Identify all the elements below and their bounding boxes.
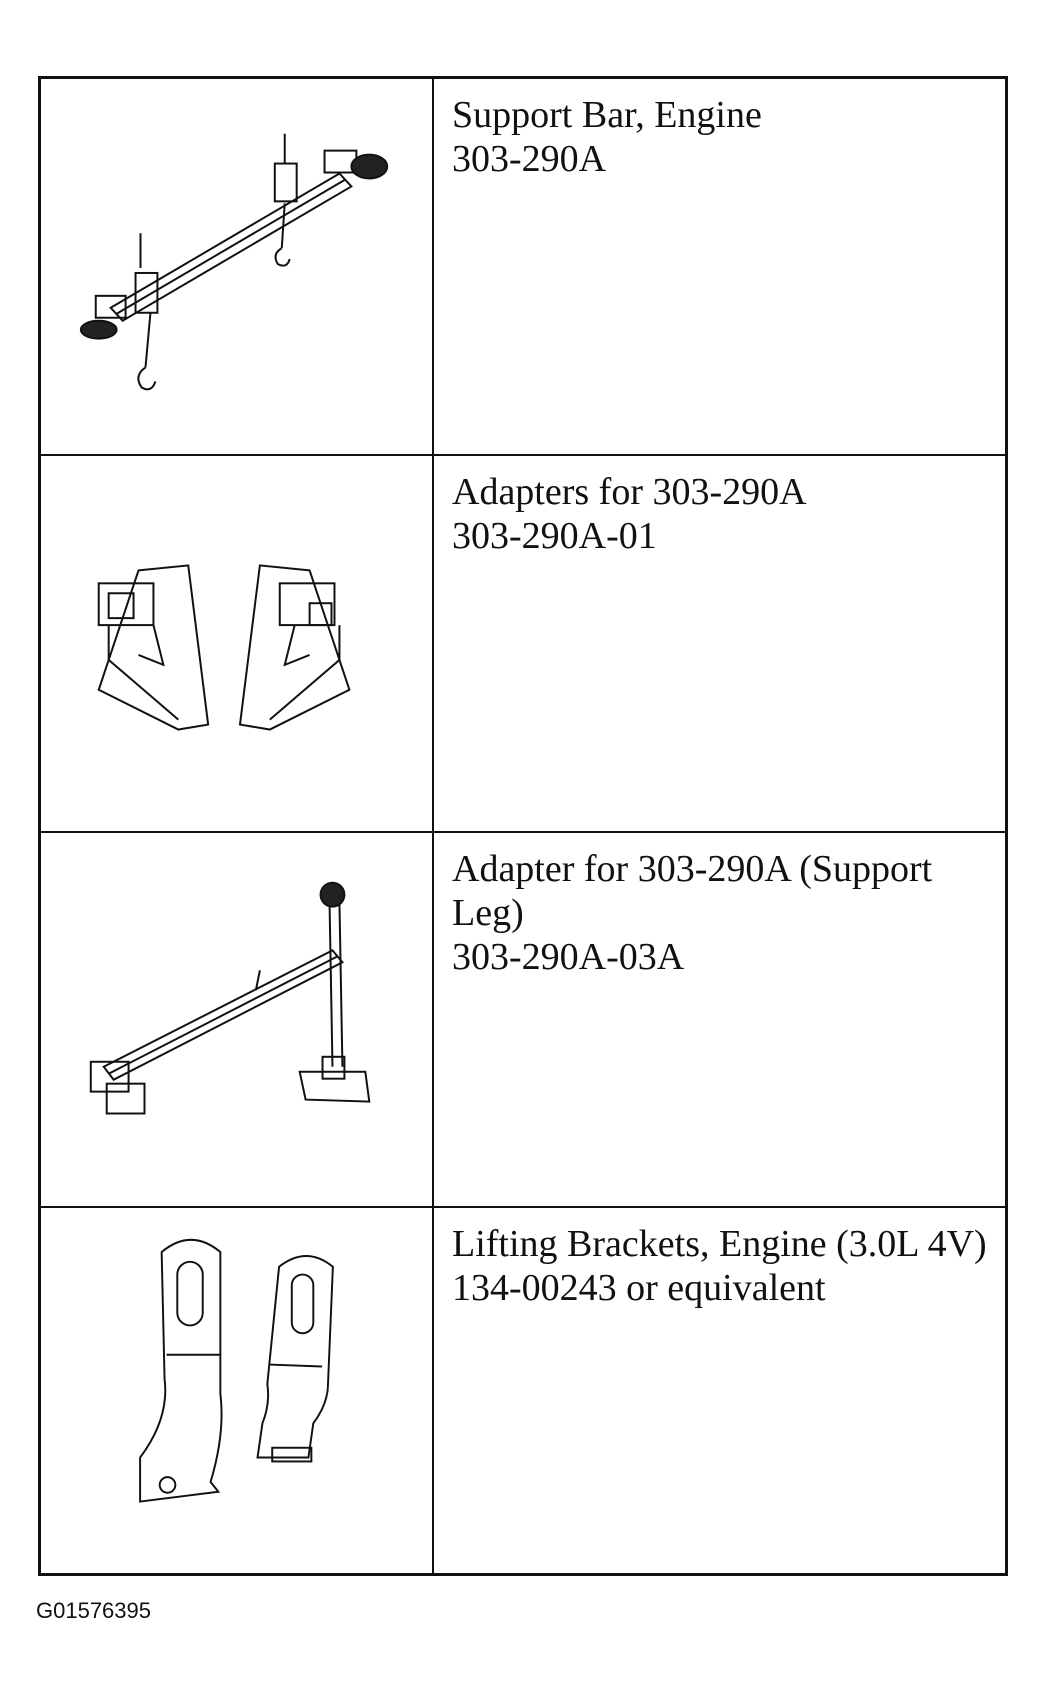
special-tools-table: Support Bar, Engine 303-290A Adapters fo… [38,76,1008,1576]
tool-description-cell: Adapter for 303-290A (Support Leg) 303-2… [434,833,1005,1208]
figure-id: G01576395 [36,1598,151,1623]
tool-number: 303-290A [452,138,607,180]
tool-name: Adapter for 303-290A (Support Leg) [452,848,933,934]
tool-image-cell [41,1208,434,1573]
tool-name: Adapters for 303-290A [452,471,807,513]
tool-image-cell [41,833,434,1208]
support-leg-adapter-illustration [89,881,371,1115]
tool-number: 303-290A-03A [452,936,685,978]
engine-lifting-brackets-illustration [139,1238,334,1503]
tool-image-cell [41,79,434,456]
support-bar-adapters-illustration [97,564,351,731]
tool-image-cell [41,456,434,833]
tool-name: Support Bar, Engine [452,94,762,136]
tool-number: 134-00243 or equivalent [452,1267,826,1309]
tool-description-cell: Lifting Brackets, Engine (3.0L 4V) 134-0… [434,1208,1005,1573]
tool-description-cell: Support Bar, Engine 303-290A [434,79,1005,456]
tool-name: Lifting Brackets, Engine (3.0L 4V) [452,1223,987,1265]
engine-support-bar-illustration [79,133,389,391]
tool-number: 303-290A-01 [452,515,657,557]
tool-description-cell: Adapters for 303-290A 303-290A-01 [434,456,1005,833]
